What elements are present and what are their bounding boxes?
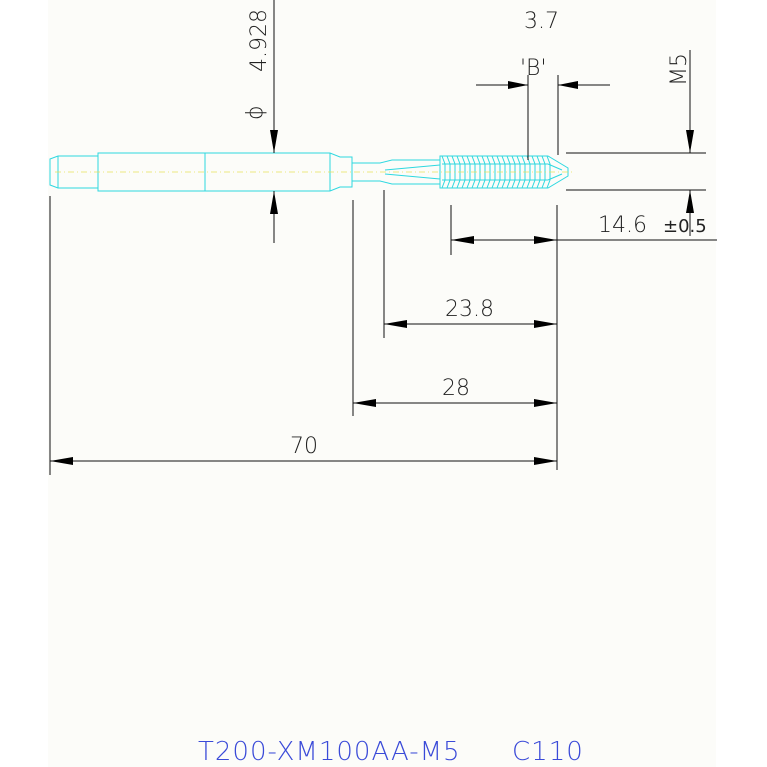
thread-core <box>442 163 563 181</box>
b-length: 3.7 <box>524 9 559 34</box>
length-1: 23.8 <box>445 297 494 322</box>
diameter-dimension: ϕ 4.928 <box>243 0 278 243</box>
part-code: C110 <box>512 737 584 767</box>
tap-outline <box>49 152 569 192</box>
part-number: T200-XM100AA-M5 <box>198 737 461 767</box>
overall-length: 70 <box>290 434 318 459</box>
thread-size-dimension: M5 <box>566 50 706 236</box>
length-2: 28 <box>442 376 470 401</box>
length-2-dimension: 28 <box>352 200 557 416</box>
thread-length-dimension: 14.6 ±0.5 <box>450 205 717 470</box>
drawing-sheet <box>48 0 716 767</box>
b-dimension: 3.7 'B' <box>476 9 610 160</box>
b-label: 'B' <box>520 56 547 81</box>
overall-length-dimension: 70 <box>49 196 557 475</box>
thread-length: 14.6 <box>598 213 647 238</box>
length-1-dimension: 23.8 <box>383 190 557 338</box>
thread-tolerance: ±0.5 <box>663 216 707 237</box>
diameter-value: 4.928 <box>247 9 272 72</box>
thread-size: M5 <box>667 53 692 86</box>
diameter-symbol: ϕ <box>243 105 268 120</box>
shank-body <box>97 152 353 192</box>
